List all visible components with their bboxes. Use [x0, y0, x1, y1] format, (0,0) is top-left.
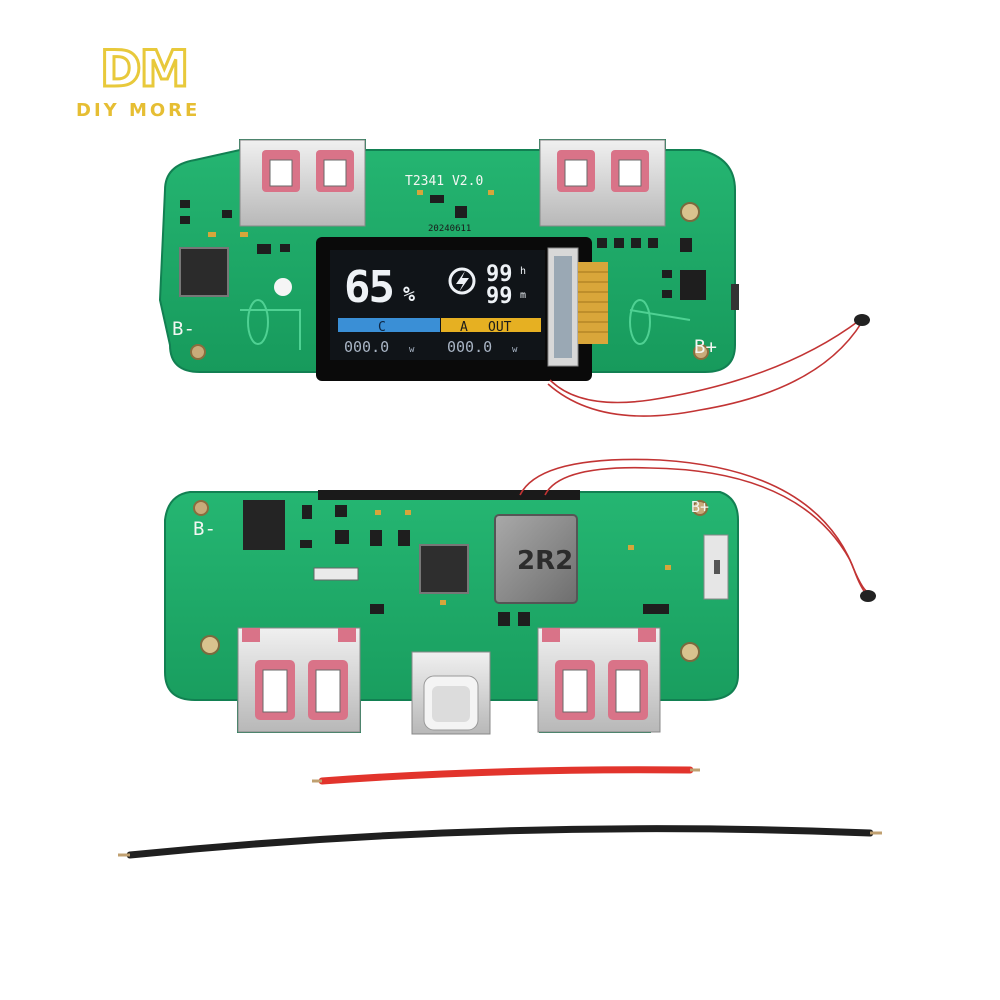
power-in-value: 000.0: [344, 338, 390, 356]
inductor-label: 2R2: [517, 546, 574, 576]
hours-unit: h: [520, 266, 527, 277]
top-board: [158, 139, 870, 417]
battery-percent: 65: [344, 262, 395, 313]
output-label: OUT: [488, 320, 512, 335]
bottom-usb-port-left: [237, 627, 361, 733]
minutes-value: 99: [486, 284, 513, 309]
percent-sign: %: [403, 282, 416, 306]
logo-text: DIY MORE: [76, 100, 201, 121]
bottom-usb-port-right: [537, 627, 661, 733]
thermistor: [854, 314, 870, 326]
lcd-display: [316, 237, 608, 381]
board-version: T2341 V2.0: [405, 174, 484, 189]
usb-c-port: [411, 651, 491, 735]
power-in-unit: w: [409, 345, 415, 355]
battery-plus-label: B+: [694, 336, 717, 358]
bottom-board: [164, 458, 876, 735]
battery-minus-label-bottom: B-: [193, 518, 216, 540]
minutes-unit: m: [520, 290, 527, 301]
top-usb-port-right: [539, 139, 666, 227]
charge-label: C: [378, 320, 386, 335]
hours-value: 99: [486, 262, 513, 287]
top-usb-port-left: [239, 139, 366, 227]
black-wire: [118, 825, 882, 859]
logo-mark: DM: [98, 40, 190, 98]
red-wire: [312, 766, 700, 785]
battery-plus-label-bottom: B+: [691, 498, 710, 516]
board-date: 20240611: [428, 224, 472, 234]
battery-minus-label: B-: [172, 318, 195, 340]
power-out-value: 000.0: [447, 338, 493, 356]
power-out-unit: w: [512, 345, 518, 355]
output-a-label: A: [460, 320, 468, 335]
